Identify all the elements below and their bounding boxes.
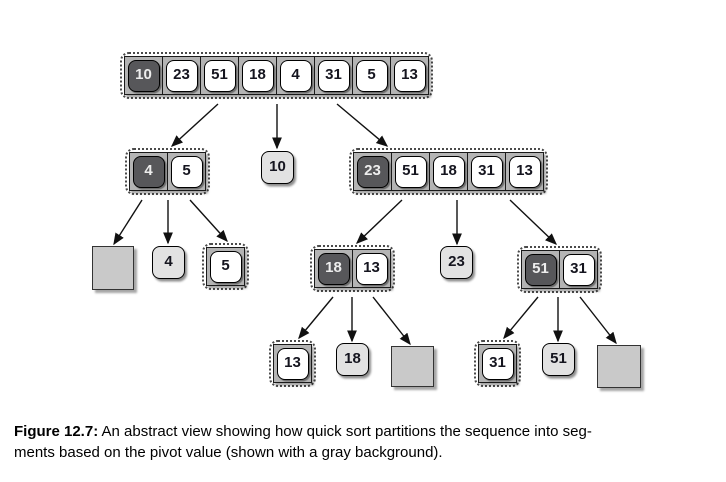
cell-slot: 5 (352, 57, 390, 94)
cell-5: 5 (355, 59, 388, 92)
segment-root-strip: 10 23 51 18 4 31 5 13 (124, 56, 429, 95)
cell-13: 13 (393, 59, 426, 92)
placed-pivot-18: 18 (336, 343, 369, 376)
figure-caption-label: Figure 12.7: (14, 423, 99, 440)
pivot-cell-10: 10 (127, 59, 160, 92)
arrow-seg23-to-seg1813 (355, 199, 403, 244)
segment-13: 13 (269, 340, 316, 387)
figure-caption: Figure 12.7: An abstract view showing ho… (14, 421, 716, 463)
cell-slot: 18 (238, 57, 276, 94)
cell-slot: 13 (390, 57, 428, 94)
figure-caption-line1: An abstract view showing how quick sort … (101, 423, 592, 440)
cell-4: 4 (279, 59, 312, 92)
quicksort-partition-diagram: 10 23 51 18 4 31 5 13 4 5 10 23 51 18 (92, 52, 641, 388)
cell-13: 13 (508, 155, 541, 188)
cell-13: 13 (355, 252, 388, 285)
placed-pivot-23: 23 (440, 246, 473, 279)
segment-23-51-18-31-13: 23 51 18 31 13 (349, 148, 548, 195)
arrow-seg5131-to-empty (579, 296, 617, 345)
cell-23: 23 (165, 59, 198, 92)
segment-13-strip: 13 (273, 344, 312, 383)
segment-4-5: 4 5 (125, 148, 210, 195)
cell-slot: 31 (314, 57, 352, 94)
cell-slot: 51 (200, 57, 238, 94)
cell-51: 51 (394, 155, 427, 188)
segment-5: 5 (202, 243, 249, 290)
arrow-seg23-to-seg5131 (509, 199, 558, 245)
cell-13: 13 (276, 347, 309, 380)
cell-slot: 4 (130, 153, 167, 190)
segment-31-strip: 31 (478, 344, 517, 383)
pivot-cell-51: 51 (524, 253, 557, 286)
arrow-root-to-seg23 (336, 103, 389, 147)
placed-pivot-4: 4 (152, 246, 185, 279)
placed-pivot-51: 51 (542, 343, 575, 376)
cell-51: 51 (203, 59, 236, 92)
cell-31: 31 (481, 347, 514, 380)
cell-slot: 31 (467, 153, 505, 190)
arrow-seg5131-to-seg31 (503, 296, 539, 340)
cell-slot: 23 (354, 153, 391, 190)
arrow-root-to-seg45 (170, 103, 219, 147)
segment-18-13-strip: 18 13 (314, 249, 391, 288)
cell-18: 18 (241, 59, 274, 92)
cell-slot: 51 (522, 251, 559, 288)
cell-18: 18 (432, 155, 465, 188)
cell-31: 31 (470, 155, 503, 188)
cell-slot: 5 (207, 248, 244, 285)
cell-31: 31 (562, 253, 595, 286)
arrow-seg1813-to-empty (372, 296, 411, 346)
segment-5-strip: 5 (206, 247, 245, 286)
empty-segment (391, 346, 434, 387)
empty-segment (92, 246, 134, 290)
segment-51-31-strip: 51 31 (521, 250, 598, 289)
cell-slot: 51 (391, 153, 429, 190)
arrow-layer (113, 103, 617, 346)
pivot-cell-4: 4 (132, 155, 165, 188)
empty-segment (597, 345, 641, 388)
segment-31: 31 (474, 340, 521, 387)
arrow-seg45-to-empty (113, 199, 143, 246)
cell-slot: 18 (429, 153, 467, 190)
figure-caption-line2: ments based on the pivot value (shown wi… (14, 444, 443, 461)
arrow-seg45-to-seg5 (189, 199, 228, 243)
cell-slot: 13 (352, 250, 390, 287)
cell-slot: 4 (276, 57, 314, 94)
cell-5: 5 (209, 250, 242, 283)
cell-slot: 13 (505, 153, 543, 190)
cell-slot: 31 (559, 251, 597, 288)
cell-slot: 23 (162, 57, 200, 94)
arrow-seg1813-to-seg13 (298, 296, 334, 340)
cell-slot: 13 (274, 345, 311, 382)
cell-slot: 31 (479, 345, 516, 382)
segment-23-strip: 23 51 18 31 13 (353, 152, 544, 191)
segment-4-5-strip: 4 5 (129, 152, 206, 191)
cell-slot: 10 (125, 57, 162, 94)
cell-slot: 18 (315, 250, 352, 287)
segment-51-31: 51 31 (517, 246, 602, 293)
placed-pivot-10: 10 (261, 151, 294, 184)
pivot-cell-23: 23 (356, 155, 389, 188)
cell-slot: 5 (167, 153, 205, 190)
segment-18-13: 18 13 (310, 245, 395, 292)
segment-root: 10 23 51 18 4 31 5 13 (120, 52, 433, 99)
cell-31: 31 (317, 59, 350, 92)
cell-5: 5 (170, 155, 203, 188)
pivot-cell-18: 18 (317, 252, 350, 285)
